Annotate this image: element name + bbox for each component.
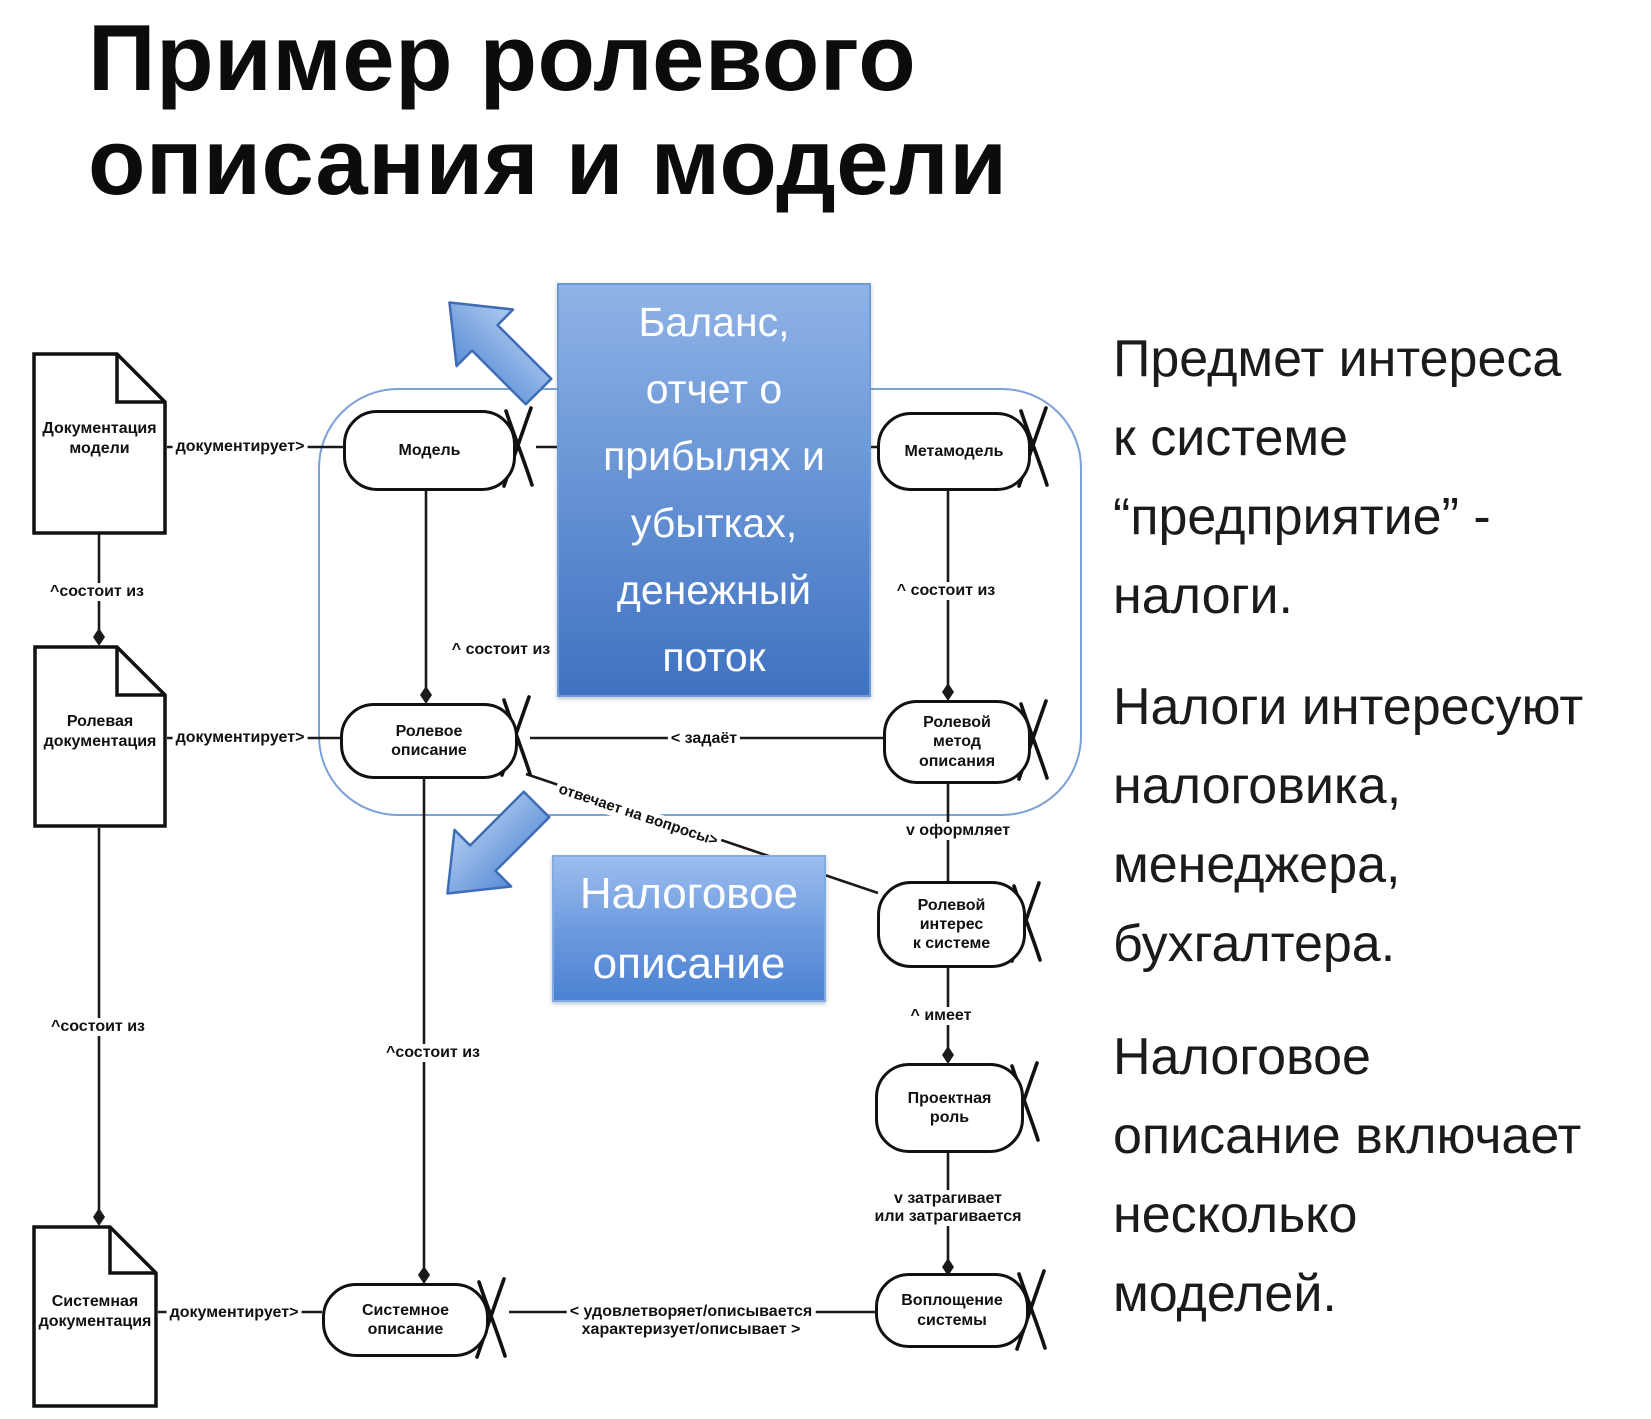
node-role-description: Ролевое описание (340, 703, 518, 779)
edge-label-consists-mid1: ^ состоит из (448, 641, 554, 659)
edge-label-affects: v затрагивает или затрагивается (871, 1190, 1025, 1226)
node-label: Документация модели (42, 419, 157, 457)
edge-label-has: ^ имеет (907, 1007, 975, 1025)
callout-balance: Баланс, отчет о прибылях и убытках, дене… (557, 283, 871, 697)
edge-label-consists-right: ^ состоит из (893, 582, 999, 600)
document-shape-icon (32, 352, 167, 535)
edge-label-defines: < задаёт (667, 730, 741, 748)
callout-arrow-down-left-icon (418, 271, 569, 422)
node-doc-model: Документация модели (32, 352, 167, 535)
document-shape-icon (33, 645, 167, 828)
edge-label-documents1: документирует> (172, 438, 308, 456)
node-doc-system: Системная документация (32, 1225, 158, 1408)
node-label: Системная документация (38, 1292, 152, 1330)
node-doc-role: Ролевая документация (33, 645, 167, 828)
node-label: Ролевая документация (43, 712, 157, 750)
node-project-role: Проектная роль (875, 1063, 1024, 1153)
edge-label-formalizes: v оформляет (902, 822, 1014, 840)
edge-label-consists-mid2: ^состоит из (382, 1044, 484, 1062)
side-note-3: Налоговое описание включает несколько мо… (1113, 1028, 1582, 1323)
edge-label-satisfies: < удовлетворяет/описывается характеризуе… (566, 1303, 816, 1339)
document-shape-icon (32, 1225, 158, 1408)
node-system-description: Системное описание (322, 1283, 489, 1357)
node-system-embodiment: Воплощение системы (875, 1273, 1029, 1348)
edge-label-documents2: документирует> (172, 729, 308, 747)
callout-tax: Налоговое описание (552, 855, 826, 1002)
node-role-method: Ролевой метод описания (883, 700, 1031, 784)
side-note-2: Налоги интересуют налоговика, менеджера,… (1113, 678, 1584, 973)
side-note-1: Предмет интереса к системе “предприятие”… (1113, 330, 1562, 625)
edge-label-documents3: документирует> (166, 1304, 302, 1322)
node-model: Модель (343, 410, 516, 491)
edge-label-consists-left1: ^состоит из (46, 583, 148, 601)
node-role-interest: Ролевой интерес к системе (877, 881, 1026, 968)
node-metamodel: Метамодель (877, 412, 1031, 491)
edge-label-consists-left2: ^состоит из (47, 1018, 149, 1036)
page-title: Пример ролевого описания и модели (88, 5, 1008, 215)
